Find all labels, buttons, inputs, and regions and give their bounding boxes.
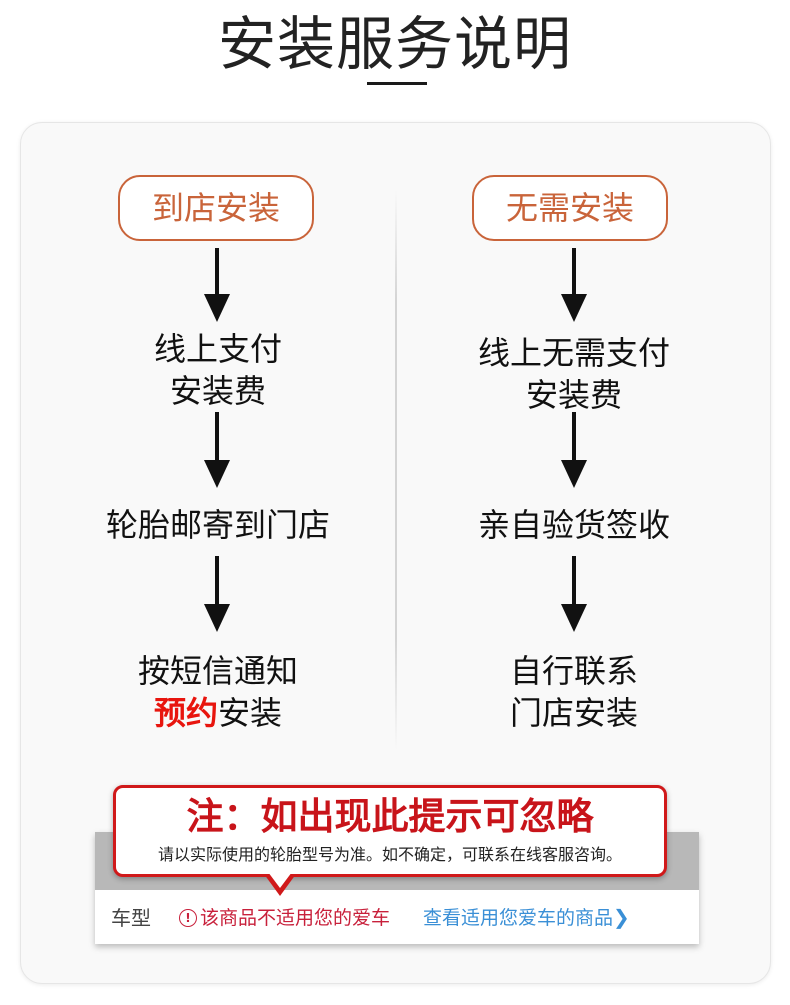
- step-contact-store: 自行联系 门店安装: [509, 652, 638, 732]
- down-arrow-icon: [204, 248, 230, 322]
- step-sms-appointment: 按短信通知 预约安装: [137, 652, 298, 732]
- vehicle-compat-bar: 车型 !该商品不适用您的爱车 查看适用您爱车的商品❯: [95, 890, 699, 944]
- notice-title: 注：如出现此提示可忽略: [186, 795, 594, 838]
- notice-subtitle: 请以实际使用的轮胎型号为准。如不确定，可联系在线客服咨询。: [157, 845, 622, 864]
- page-title: 安装服务说明: [217, 10, 572, 78]
- vehicle-label: 车型: [111, 906, 151, 930]
- view-compatible-products-link[interactable]: 查看适用您爱车的商品❯: [423, 905, 630, 929]
- column-divider: [395, 190, 397, 750]
- incompatible-warning: !该商品不适用您的爱车: [179, 903, 390, 930]
- no-install-header: 无需安装: [472, 175, 668, 241]
- warning-icon: !: [179, 909, 197, 927]
- down-arrow-icon: [561, 556, 587, 632]
- callout-pointer-inner: [268, 872, 292, 888]
- down-arrow-icon: [204, 412, 230, 488]
- chevron-right-icon: ❯: [613, 905, 630, 929]
- appointment-highlight: 预约: [153, 694, 218, 732]
- down-arrow-icon: [561, 412, 587, 488]
- down-arrow-icon: [561, 248, 587, 322]
- title-underline: [367, 82, 427, 85]
- step-ship-to-store: 轮胎邮寄到门店: [105, 506, 330, 544]
- step-online-pay-fee: 线上支付 安装费: [153, 330, 282, 410]
- step-inspect-sign: 亲自验货签收: [477, 506, 670, 544]
- ignore-notice-callout: 注：如出现此提示可忽略 请以实际使用的轮胎型号为准。如不确定，可联系在线客服咨询…: [113, 785, 667, 877]
- in-store-install-header: 到店安装: [118, 175, 314, 241]
- down-arrow-icon: [204, 556, 230, 632]
- step-no-online-fee: 线上无需支付 安装费: [477, 334, 670, 414]
